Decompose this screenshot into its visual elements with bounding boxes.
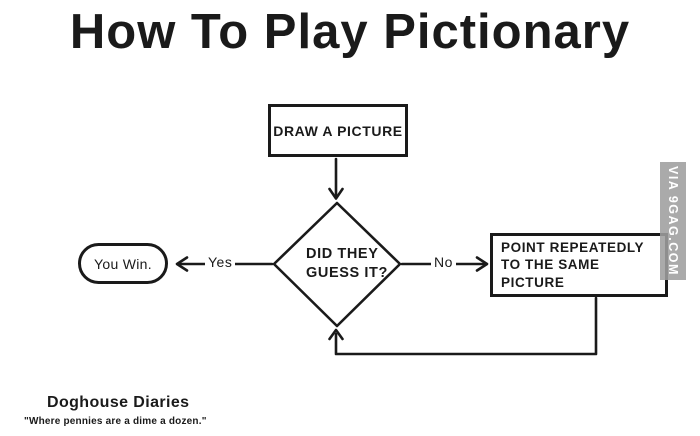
action-box-label: POINT REPEATEDLY TO THE SAME PICTURE [501, 239, 665, 292]
start-box: DRAW A PICTURE [268, 104, 408, 157]
decision-diamond [272, 201, 402, 328]
decision-label: DID THEY GUESS IT? [306, 245, 388, 283]
no-edge-label: No [431, 254, 456, 270]
action-box-line2: TO THE SAME PICTURE [501, 257, 600, 290]
win-terminal: You Win. [78, 243, 168, 284]
author-credit: Doghouse Diaries [47, 394, 190, 411]
arrowhead-up-icon [328, 328, 344, 341]
yes-edge-label: Yes [205, 254, 236, 270]
win-terminal-label: You Win. [94, 255, 152, 272]
author-tagline: "Where pennies are a dime a dozen." [24, 416, 207, 427]
decision-label-line1: DID THEY [306, 246, 379, 262]
page-title: How To Play Pictionary [69, 5, 631, 59]
arrowhead-down-icon [328, 187, 344, 200]
9gag-watermark: VIA 9GAG.COM [660, 162, 686, 280]
arrowhead-right-icon [475, 256, 489, 272]
action-box-line1: POINT REPEATEDLY [501, 239, 645, 255]
start-box-label: DRAW A PICTURE [273, 122, 403, 139]
decision-label-line2: GUESS IT? [306, 264, 388, 281]
edge-loop-back [334, 296, 598, 356]
arrowhead-left-icon [175, 256, 189, 272]
action-box: POINT REPEATEDLY TO THE SAME PICTURE [490, 233, 668, 297]
